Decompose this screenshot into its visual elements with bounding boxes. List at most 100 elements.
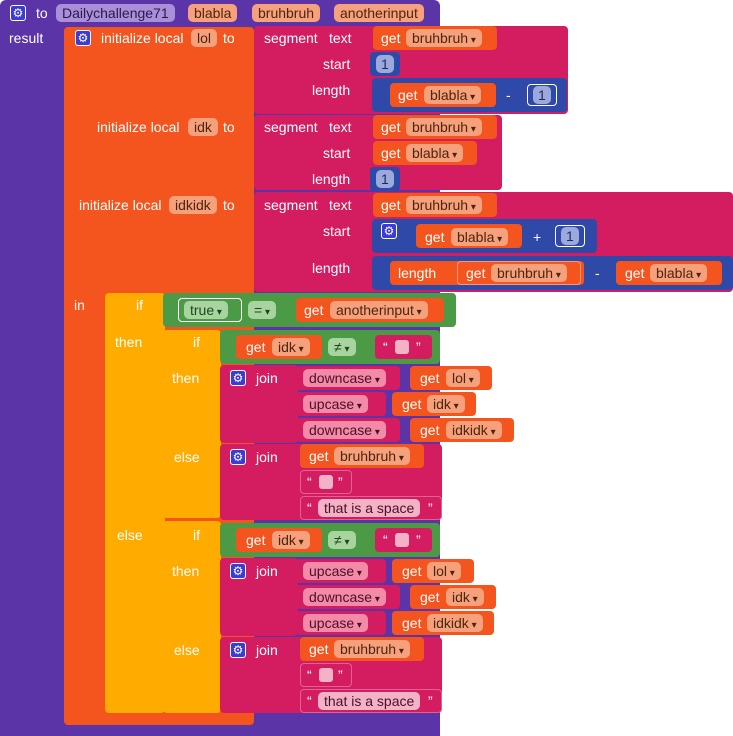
get-label: get	[402, 396, 422, 412]
segment-length-label: length	[312, 171, 351, 187]
open-quote: “	[307, 474, 312, 490]
join-mutator-gear-icon[interactable]: ⚙	[230, 370, 246, 386]
number-field[interactable]: 1	[561, 227, 579, 245]
open-quote: “	[307, 693, 312, 709]
length-fn-label: length	[398, 265, 437, 281]
var-dropdown-bruhbruh[interactable]: bruhbruh	[491, 264, 567, 282]
get-label: get	[402, 563, 422, 579]
init-to-label-3: to	[223, 197, 235, 213]
open-quote: “	[307, 667, 312, 683]
text-field-space[interactable]: that is a space	[318, 692, 421, 710]
segment-length-label: length	[312, 260, 351, 276]
local-name-lol[interactable]: lol	[191, 29, 218, 47]
get-label: get	[420, 422, 440, 438]
case-dropdown[interactable]: upcase	[303, 562, 368, 580]
var-dropdown-bruhbruh[interactable]: bruhbruh	[334, 640, 410, 658]
number-field[interactable]: 1	[533, 86, 551, 104]
procedure-to-label: to	[36, 5, 48, 21]
join-mutator-gear-icon[interactable]: ⚙	[230, 563, 246, 579]
else-label: else	[174, 449, 200, 465]
open-quote: “	[383, 339, 388, 355]
else-label: else	[117, 527, 143, 543]
close-quote: ”	[338, 667, 343, 683]
case-dropdown[interactable]: downcase	[303, 369, 386, 387]
if-else-block-then[interactable]	[163, 330, 221, 518]
add-mutator-gear-icon[interactable]: ⚙	[381, 223, 397, 239]
var-dropdown-idk[interactable]: idk	[446, 588, 484, 606]
param-bruhbruh[interactable]: bruhbruh	[252, 4, 321, 22]
case-dropdown[interactable]: downcase	[303, 588, 386, 606]
empty-string-field[interactable]	[395, 533, 409, 547]
var-dropdown-idk[interactable]: idk	[272, 338, 310, 356]
var-dropdown-blabla[interactable]: blabla	[650, 264, 708, 282]
open-quote: “	[307, 500, 312, 516]
close-quote: ”	[416, 339, 421, 355]
join-mutator-gear-icon[interactable]: ⚙	[230, 642, 246, 658]
procedure-name-field[interactable]: Dailychallenge71	[56, 4, 175, 22]
var-dropdown-idk[interactable]: idk	[272, 531, 310, 549]
var-dropdown-anotherinput[interactable]: anotherinput	[330, 301, 428, 319]
var-dropdown-blabla[interactable]: blabla	[406, 144, 464, 162]
get-label: get	[381, 197, 401, 213]
number-field[interactable]: 1	[376, 55, 394, 73]
if-else-block-outer[interactable]	[105, 293, 165, 713]
var-dropdown-lol[interactable]: lol	[427, 562, 461, 580]
var-dropdown-lol[interactable]: lol	[446, 369, 480, 387]
compare-operator-dropdown[interactable]: ≠	[328, 531, 356, 549]
var-dropdown-idk[interactable]: idk	[427, 395, 465, 413]
mutator-gear-icon[interactable]: ⚙	[10, 5, 26, 21]
get-label: get	[466, 265, 486, 281]
locals-mutator-gear-icon[interactable]: ⚙	[75, 30, 91, 46]
segment-start-label: start	[323, 223, 351, 239]
open-quote: “	[383, 532, 388, 548]
var-dropdown-bruhbruh[interactable]: bruhbruh	[406, 118, 482, 136]
empty-string-field[interactable]	[319, 475, 333, 489]
compare-operator-dropdown[interactable]: =	[248, 301, 276, 319]
var-dropdown-idkidk[interactable]: idkidk	[427, 614, 483, 632]
get-label: get	[425, 229, 445, 245]
compare-operator-dropdown[interactable]: ≠	[328, 338, 356, 356]
init-local-label-3: initialize local	[79, 197, 162, 213]
join-label: join	[256, 449, 278, 465]
text-field-space[interactable]: that is a space	[318, 499, 421, 517]
var-dropdown-idkidk[interactable]: idkidk	[446, 421, 502, 439]
local-name-idk[interactable]: idk	[188, 118, 218, 136]
segment-start-label: start	[323, 56, 351, 72]
var-dropdown-bruhbruh[interactable]: bruhbruh	[334, 447, 410, 465]
var-dropdown-blabla[interactable]: blabla	[451, 228, 509, 246]
if-else-block-else[interactable]	[163, 521, 221, 713]
then-label: then	[172, 370, 200, 386]
get-label: get	[381, 145, 401, 161]
get-label: get	[309, 641, 329, 657]
init-to-label-1: to	[223, 30, 235, 46]
else-label: else	[174, 642, 200, 658]
close-quote: ”	[338, 474, 343, 490]
segment-text-label: text	[329, 197, 352, 213]
case-dropdown[interactable]: downcase	[303, 421, 386, 439]
close-quote: ”	[416, 532, 421, 548]
local-name-idkidk[interactable]: idkidk	[169, 196, 217, 214]
number-field[interactable]: 1	[376, 170, 394, 188]
get-label: get	[246, 339, 266, 355]
var-dropdown-blabla[interactable]: blabla	[424, 86, 482, 104]
get-label: get	[625, 265, 645, 281]
param-anotherinput[interactable]: anotherinput	[334, 4, 424, 22]
empty-string-field[interactable]	[319, 668, 333, 682]
then-label: then	[172, 563, 200, 579]
param-blabla[interactable]: blabla	[188, 4, 238, 22]
if-label: if	[193, 334, 200, 350]
minus-operator: -	[506, 87, 511, 103]
get-label: get	[402, 615, 422, 631]
segment-label: segment	[264, 197, 318, 213]
var-dropdown-bruhbruh[interactable]: bruhbruh	[406, 196, 482, 214]
segment-text-label: text	[329, 119, 352, 135]
get-label: get	[381, 30, 401, 46]
var-dropdown-bruhbruh[interactable]: bruhbruh	[406, 29, 482, 47]
case-dropdown[interactable]: upcase	[303, 614, 368, 632]
empty-string-field[interactable]	[395, 340, 409, 354]
true-dropdown[interactable]: true	[184, 301, 228, 319]
if-label: if	[136, 297, 143, 313]
case-dropdown[interactable]: upcase	[303, 395, 368, 413]
join-mutator-gear-icon[interactable]: ⚙	[230, 449, 246, 465]
get-label: get	[420, 589, 440, 605]
